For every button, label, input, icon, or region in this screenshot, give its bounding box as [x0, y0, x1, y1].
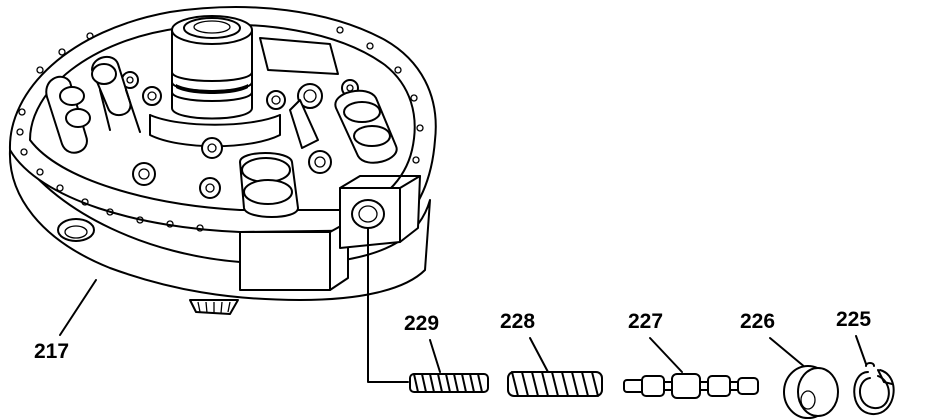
part-227-valve: [623, 373, 759, 399]
leader-229: [429, 339, 441, 373]
part-225-retaining-ring: [853, 362, 895, 416]
callout-217: 217: [34, 340, 69, 363]
part-229-spring: [409, 373, 489, 393]
callout-labels: 217 229 228 227 226 225: [34, 308, 871, 363]
valve-body-boss: [239, 175, 421, 291]
callout-227: 227: [628, 310, 663, 333]
rim-bolt-holes: [16, 26, 424, 232]
leader-227: [649, 337, 683, 373]
leader-lines: [59, 227, 867, 383]
callout-228: 228: [500, 310, 535, 333]
callout-225: 225: [836, 308, 871, 331]
pump-body: [8, 6, 437, 315]
central-hub: [149, 15, 281, 148]
leader-217: [59, 279, 97, 336]
callout-229: 229: [404, 312, 439, 335]
leader-226: [769, 337, 807, 369]
part-228-spring: [507, 371, 603, 397]
valve-bore-opening: [351, 199, 385, 229]
leader-228: [529, 337, 549, 373]
face-bosses: [121, 71, 359, 199]
part-226-bore-plug: [783, 365, 839, 419]
assembly-axis-line: [367, 227, 409, 383]
drive-gear-teeth: [189, 299, 239, 315]
leader-225: [855, 335, 867, 365]
callout-226: 226: [740, 310, 775, 333]
pump-body-inner-rim: [29, 23, 416, 211]
valve-bores: [45, 37, 398, 218]
